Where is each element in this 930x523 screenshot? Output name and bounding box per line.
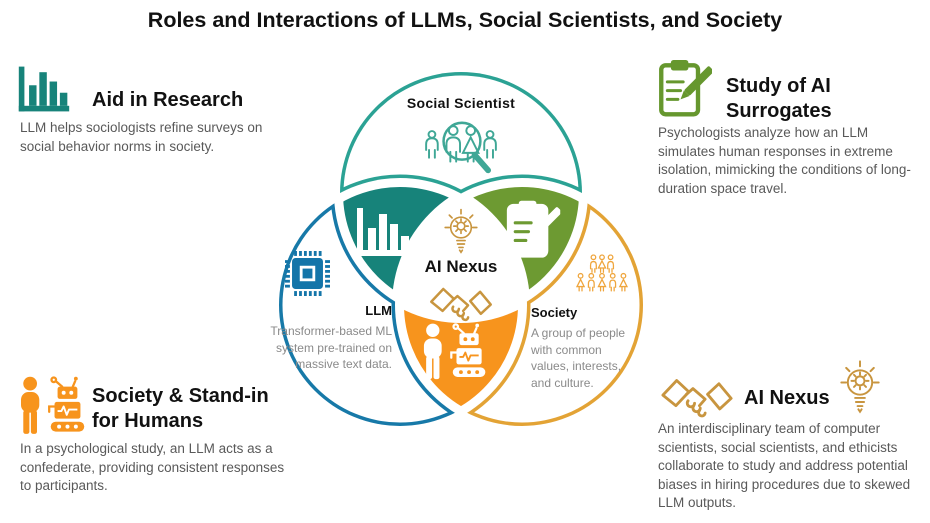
corner-heading-top-right: Study of AI Surrogates bbox=[726, 75, 832, 122]
lightbulb-gear-icon bbox=[834, 358, 886, 420]
top-circle-label: Social Scientist bbox=[406, 95, 516, 111]
right-circle-description: A group of people with common values, in… bbox=[531, 326, 626, 390]
corner-heading-top-left: Aid in Research bbox=[92, 89, 244, 111]
people-group-icon bbox=[572, 246, 632, 300]
bar-chart-icon bbox=[16, 62, 72, 116]
corner-heading-bottom-left: Society & Stand-in for Humans bbox=[92, 385, 269, 432]
left-circle-label: LLM bbox=[365, 303, 392, 318]
people-magnifier-icon bbox=[413, 117, 509, 179]
center-label: AI Nexus bbox=[424, 257, 498, 276]
page-title: Roles and Interactions of LLMs, Social S… bbox=[147, 8, 783, 32]
right-circle-label: Society bbox=[531, 305, 578, 320]
person-robot-icon bbox=[14, 376, 92, 440]
bar-chart-icon bbox=[352, 204, 416, 260]
handshake-icon bbox=[658, 374, 736, 426]
person-robot-icon bbox=[418, 322, 492, 386]
clipboard-pencil-icon bbox=[503, 199, 561, 259]
left-circle-description: Transformer-based ML system pre-trained … bbox=[270, 324, 392, 371]
corner-body-bottom-right: An interdisciplinary team of computer sc… bbox=[658, 421, 911, 510]
corner-body-top-left: LLM helps sociologists refine surveys on… bbox=[20, 120, 263, 154]
lightbulb-gear-icon bbox=[439, 206, 483, 260]
corner-heading-bottom-right: AI Nexus bbox=[744, 387, 830, 409]
clipboard-pencil-icon bbox=[656, 58, 712, 118]
corner-body-bottom-left: In a psychological study, an LLM acts as… bbox=[20, 441, 285, 493]
chip-icon bbox=[285, 251, 330, 296]
corner-body-top-right: Psychologists analyze how an LLM simulat… bbox=[658, 125, 911, 196]
